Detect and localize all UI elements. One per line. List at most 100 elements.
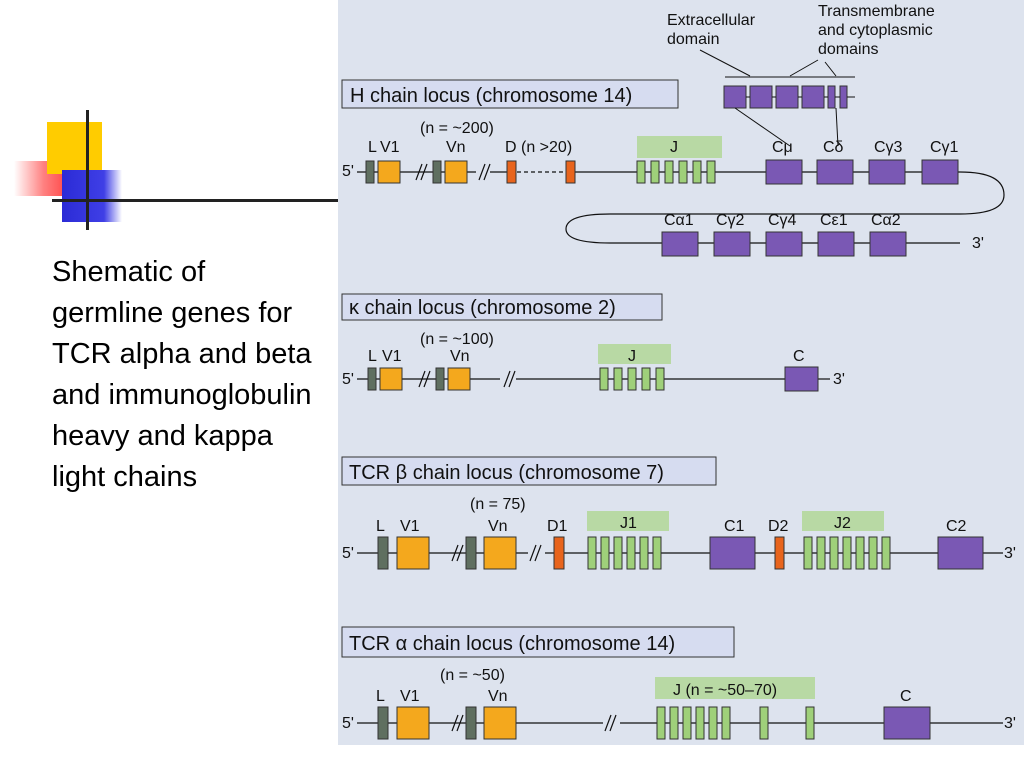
heavy-l-segment (432, 160, 442, 184)
tcrb-c2-label: C2 (946, 518, 967, 535)
tcrb-vn-segment (483, 536, 517, 570)
tcrb-v1-label: V1 (400, 518, 420, 535)
tcra-j-segment (805, 706, 815, 740)
tcrb-vn-label: Vn (488, 518, 508, 535)
heavy-j-segments (636, 160, 716, 184)
kappa-v1-segment (379, 367, 403, 391)
heavy-d-label: D (n >20) (505, 139, 572, 156)
kappa-vn-segment (447, 367, 471, 391)
heavy-cg2-label: Cγ2 (716, 212, 745, 229)
tcrb-j1-segment (613, 536, 623, 570)
heavy-cg4-segment (765, 231, 803, 257)
kappa-v1-label: V1 (382, 348, 402, 365)
tcrb-j1-segments (587, 536, 662, 570)
tcrb-d2-label: D2 (768, 518, 789, 535)
kappa-j-segment (599, 367, 609, 391)
heavy-j-segment (636, 160, 646, 184)
tcra-j-segment (669, 706, 679, 740)
tcrb-j1-segment (600, 536, 610, 570)
tcra-j-segments (656, 706, 815, 740)
tcrb-j2-segment (855, 536, 865, 570)
heavy-cdelta-label: Cδ (823, 139, 844, 156)
decor-vertical-line (86, 110, 89, 230)
heavy-three-prime: 3' (972, 235, 984, 252)
kappa-count: (n = ~100) (420, 331, 494, 348)
tcrb-d1-segment (553, 536, 565, 570)
heavy-cg1-label: Cγ1 (930, 139, 959, 156)
heavy-cg1-segment (921, 159, 959, 185)
kappa-three-prime: 3' (833, 371, 845, 388)
kappa-c-segment (784, 366, 819, 392)
domain-exon (723, 85, 747, 109)
kappa-j-segment (641, 367, 651, 391)
tcrb-five-prime: 5' (342, 545, 354, 562)
tcrb-j2-segment (881, 536, 891, 570)
tcra-three-prime: 3' (1004, 715, 1016, 732)
tcrb-j2-label: J2 (834, 515, 851, 532)
tcra-five-prime: 5' (342, 715, 354, 732)
heavy-cmu-label: Cμ (772, 139, 793, 156)
tcrb-j2-segment (868, 536, 878, 570)
heavy-d-segment (506, 160, 517, 184)
transmembrane-label-2: and cytoplasmic (818, 22, 933, 39)
kappa-j-segments (599, 367, 665, 391)
kappa-vn-label: Vn (450, 348, 470, 365)
heavy-ce1-label: Cε1 (820, 212, 848, 229)
heavy-j-segment (706, 160, 716, 184)
heavy-v1-segment (377, 160, 401, 184)
slide-caption: Shematic of germline genes for TCR alpha… (52, 256, 312, 493)
tcra-count: (n = ~50) (440, 667, 505, 684)
kappa-j-label-bg (598, 344, 671, 364)
tcrb-c1-label: C1 (724, 518, 745, 535)
tcra-l-label: L (376, 688, 385, 705)
domain-exon (749, 85, 773, 109)
domain-annotation: Extracellular domain Transmembrane and c… (667, 3, 935, 147)
tcrb-j2-segment (842, 536, 852, 570)
kappa-l-segment (367, 367, 377, 391)
tcrb-j2-segment (816, 536, 826, 570)
heavy-count: (n = ~200) (420, 120, 494, 137)
heavy-title: H chain locus (chromosome 14) (350, 85, 632, 107)
heavy-title-box (341, 79, 679, 109)
tcra-j-segment (721, 706, 731, 740)
tcra-v1-segment (396, 706, 430, 740)
tcrb-v1-segment (396, 536, 430, 570)
heavy-ca2-segment (869, 231, 907, 257)
transmembrane-label-3: domains (818, 41, 878, 58)
tcrb-c2-segment (937, 536, 984, 570)
kappa-chain-locus: κ chain locus (chromosome 2) (n = ~100) … (341, 293, 845, 392)
tcra-title: TCR α chain locus (chromosome 14) (349, 633, 675, 655)
domain-exon (839, 85, 848, 109)
kappa-five-prime: 5' (342, 371, 354, 388)
heavy-j-segment (678, 160, 688, 184)
tcra-vn-label: Vn (488, 688, 508, 705)
heavy-cg2-segment (713, 231, 751, 257)
domain-exon (827, 85, 836, 109)
heavy-ca1-segment (661, 231, 699, 257)
tcrb-title: TCR β chain locus (chromosome 7) (349, 462, 664, 484)
heavy-cg3-label: Cγ3 (874, 139, 903, 156)
heavy-cg3-segment (868, 159, 906, 185)
heavy-cmu-segment (765, 159, 803, 185)
heavy-ca2-label: Cα2 (871, 212, 901, 229)
tcra-j-segment (759, 706, 769, 740)
heavy-l-label: L (368, 139, 377, 156)
heavy-cdelta-segment (816, 159, 854, 185)
kappa-j-segment (627, 367, 637, 391)
heavy-v1-label: V1 (380, 139, 400, 156)
tcrb-d2-segment (774, 536, 785, 570)
heavy-j-label: J (670, 139, 678, 156)
tcra-j-segment (682, 706, 692, 740)
tcrb-count: (n = 75) (470, 496, 526, 513)
tcrb-title-box (341, 456, 717, 486)
kappa-j-label: J (628, 348, 636, 365)
tcra-j-segment (695, 706, 705, 740)
tcrb-j1-segment (587, 536, 597, 570)
tcrb-d1-label: D1 (547, 518, 568, 535)
tcrb-l-segment (465, 536, 477, 570)
domain-exon (775, 85, 799, 109)
tcrb-l-label: L (376, 518, 385, 535)
tcra-title-box (341, 626, 735, 658)
tcra-l-segment (377, 706, 389, 740)
tcr-alpha-locus: TCR α chain locus (chromosome 14) (n = ~… (341, 626, 1016, 740)
